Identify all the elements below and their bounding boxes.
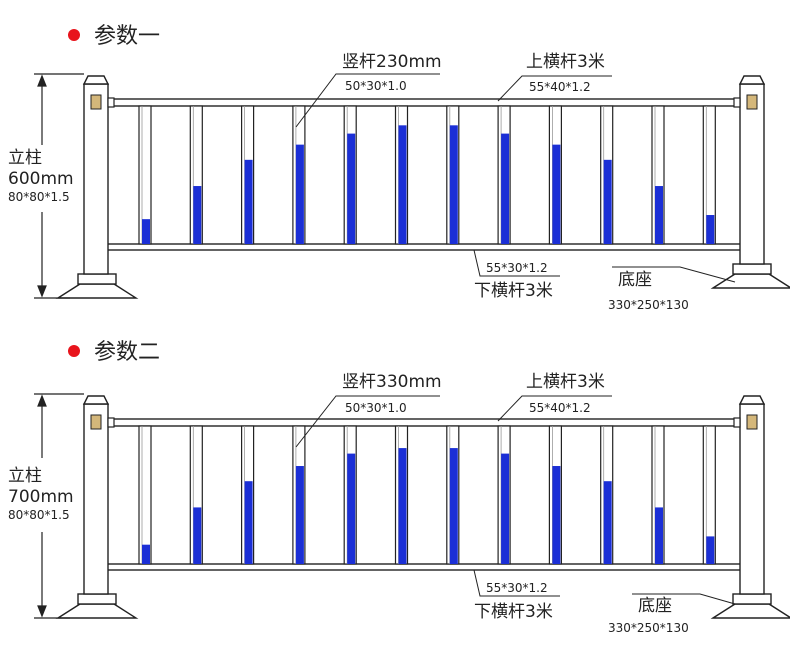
panel-2-bottom-rail <box>106 563 744 571</box>
panel-2-left-post <box>55 395 139 619</box>
panel-2-post-spec: 80*80*1.5 <box>8 508 70 522</box>
panel-2-picket-1 <box>138 425 152 565</box>
panel-2-bullet <box>68 345 80 357</box>
panel-2-picket-1-fill <box>142 544 150 564</box>
panel-1-picket-label: 竖杆230mm <box>342 52 442 72</box>
panel-2-picket-11-fill <box>655 507 663 564</box>
panel-1-top-rail <box>111 98 741 107</box>
panel-1-base-label: 底座 <box>618 270 652 290</box>
panel-1-base-spec: 330*250*130 <box>608 298 689 312</box>
panel-1-picket-leader <box>295 73 440 128</box>
panel-2-picket-4-fill <box>295 466 304 564</box>
panel-1-bullet <box>68 29 80 41</box>
panel-1-picket-9-fill <box>552 144 561 244</box>
panel-1-picket-6-fill <box>398 125 407 244</box>
panel-2-top-rail-spec: 55*40*1.2 <box>529 401 591 415</box>
panel-2-top-rail-leader <box>497 395 612 422</box>
panel-2-picket-2-fill <box>193 507 202 564</box>
panel-1-picket-10-fill <box>603 159 612 244</box>
panel-1-bottom-rail <box>106 243 744 251</box>
panel-2-right-post <box>710 395 790 619</box>
panel-1-post-label: 立柱 <box>8 148 42 168</box>
panel-1-picket-1-fill <box>142 219 150 244</box>
panel-1: 参数一 <box>8 24 790 312</box>
panel-2-post-label: 立柱 <box>8 466 42 486</box>
panel-2-picket-5-fill <box>347 453 356 564</box>
panel-2-bottom-rail-leader <box>473 569 560 597</box>
panel-2-title: 参数二 <box>94 340 160 365</box>
panel-2-pickets <box>138 425 716 565</box>
panel-2-picket-12-fill <box>706 536 715 564</box>
panel-2-top-rail <box>111 418 741 427</box>
panel-1-bottom-rail-spec: 55*30*1.2 <box>486 261 548 275</box>
panel-2-picket-leader <box>295 395 440 448</box>
panel-2-base-label: 底座 <box>638 596 672 616</box>
panel-2: 参数二 立柱 700mm <box>8 340 790 635</box>
panel-2-bottom-rail-label: 下横杆3米 <box>474 602 553 622</box>
panel-2-picket-8-fill <box>501 453 510 564</box>
panel-1-picket-spec: 50*30*1.0 <box>345 79 407 93</box>
panel-2-base-leader <box>632 593 736 605</box>
panel-1-post-spec: 80*80*1.5 <box>8 190 70 204</box>
panel-2-base-spec: 330*250*130 <box>608 621 689 635</box>
panel-2-top-rail-label: 上横杆3米 <box>526 372 605 392</box>
panel-1-picket-5-fill <box>347 133 356 244</box>
panel-1-picket-3-fill <box>244 159 253 244</box>
panel-1-picket-7-fill <box>449 125 458 244</box>
panel-2-height-dimension <box>34 393 84 619</box>
panel-1-bottom-rail-label: 下横杆3米 <box>474 281 553 301</box>
panel-1-title: 参数一 <box>94 24 160 49</box>
panel-1-height-dimension <box>34 73 84 299</box>
panel-2-picket-3-fill <box>244 481 253 564</box>
panel-2-bottom-rail-spec: 55*30*1.2 <box>486 581 548 595</box>
panel-1-picket-4-fill <box>295 144 304 244</box>
panel-2-picket-6-fill <box>398 448 407 564</box>
panel-1-post-height: 600mm <box>8 169 74 189</box>
panel-1-left-post <box>55 75 139 299</box>
panel-1-top-rail-label: 上横杆3米 <box>526 52 605 72</box>
panel-1-base-leader <box>612 266 736 283</box>
panel-1-top-rail-spec: 55*40*1.2 <box>529 80 591 94</box>
panel-2-picket-10-fill <box>603 481 612 564</box>
panel-1-picket-2-fill <box>193 186 202 244</box>
panel-2-picket-9-fill <box>552 466 561 564</box>
panel-1-top-rail-leader <box>497 75 612 102</box>
panel-2-picket-7-fill <box>449 448 458 564</box>
panel-1-picket-8-fill <box>501 133 510 244</box>
panel-1-picket-11-fill <box>655 186 663 244</box>
panel-1-right-post <box>710 75 790 289</box>
panel-2-picket-label: 竖杆330mm <box>342 372 442 392</box>
panel-2-picket-spec: 50*30*1.0 <box>345 401 407 415</box>
panel-1-bottom-rail-leader <box>473 249 560 277</box>
panel-2-post-height: 700mm <box>8 487 74 507</box>
panel-1-pickets <box>138 105 716 245</box>
panel-1-picket-12-fill <box>706 215 715 244</box>
